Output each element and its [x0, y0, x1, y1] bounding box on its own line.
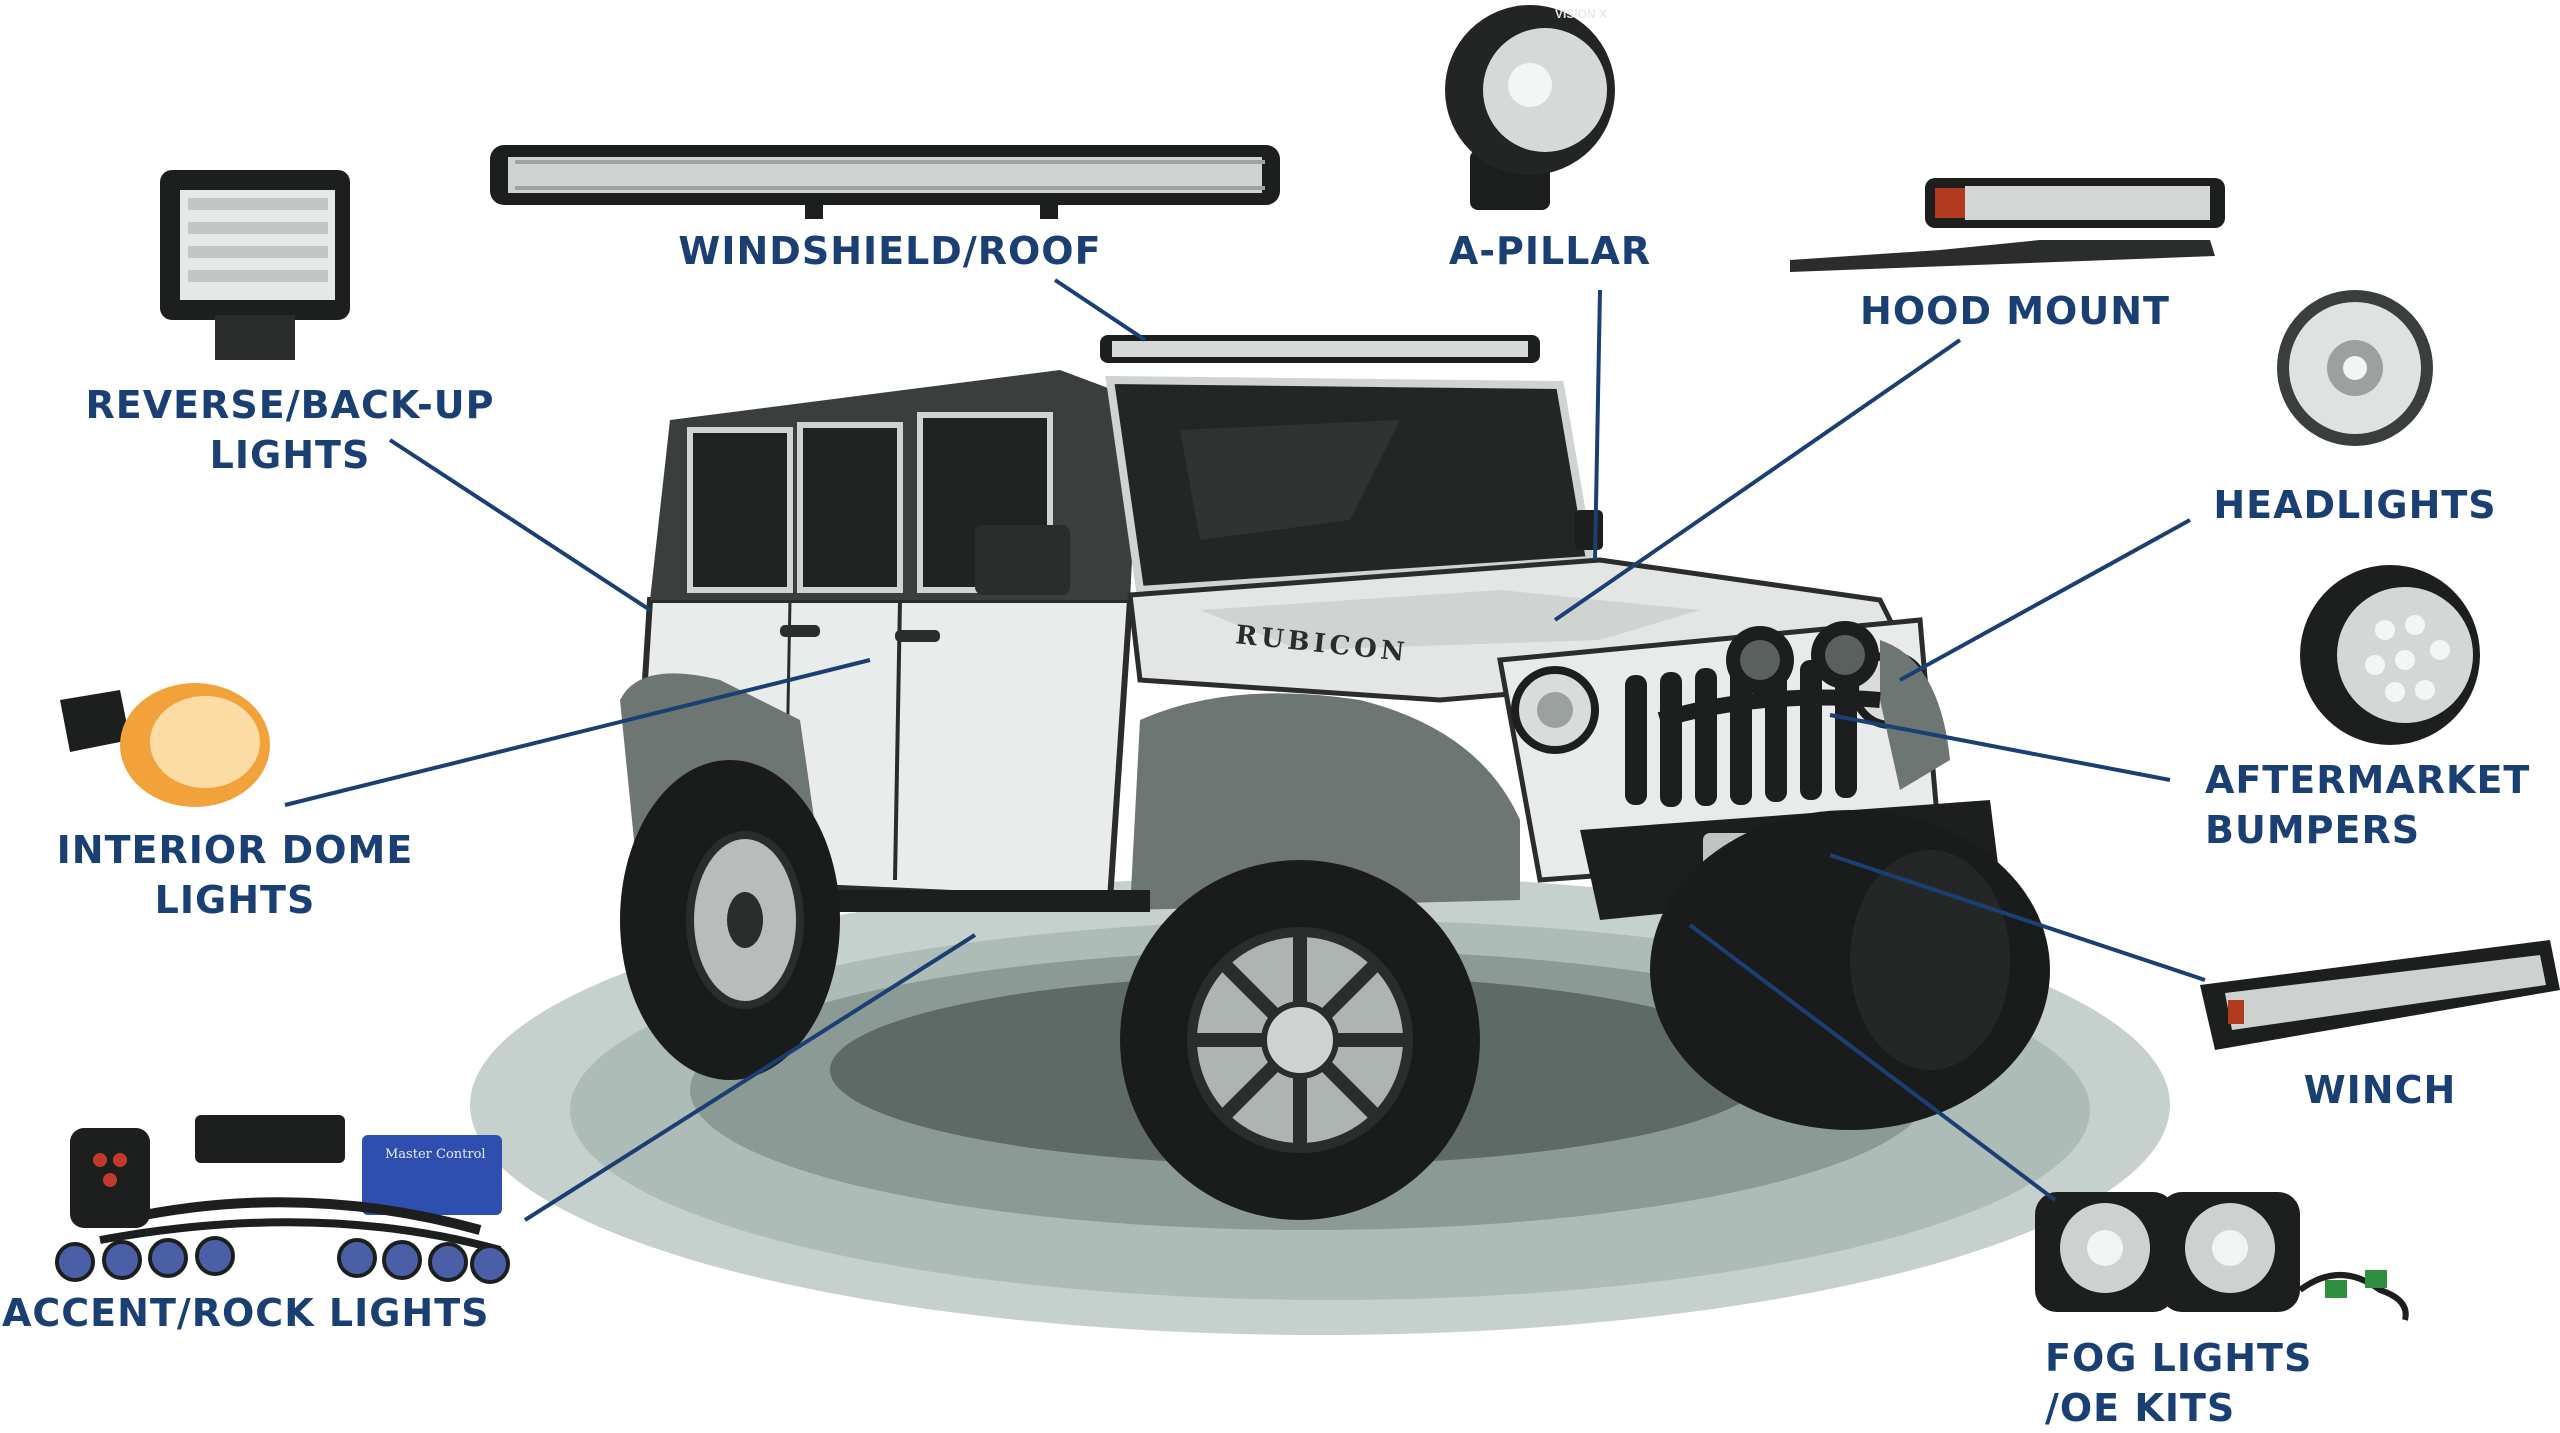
label-interior-dome-lights: INTERIOR DOME LIGHTS [20, 825, 450, 925]
label-a-pillar-text: A-PILLAR [1448, 229, 1652, 273]
winch-light-bar-product [2200, 940, 2560, 1050]
label-hood-text: HOOD MOUNT [1860, 289, 2170, 333]
label-reverse-line-1: REVERSE/BACK-UP [85, 383, 495, 427]
windshield-light-bar-product [490, 145, 1280, 219]
label-windshield-roof: WINDSHIELD/ROOF [660, 226, 1120, 276]
fog-lights-kit-product [2035, 1192, 2409, 1321]
label-headlights: HEADLIGHTS [2195, 480, 2515, 530]
front-left-wheel [1120, 860, 1480, 1220]
reverse-light-product [160, 170, 350, 360]
label-fog-line-1: FOG LIGHTS [2045, 1336, 2313, 1380]
leader-fog [1688, 923, 2057, 1202]
label-bumpers-line-2: BUMPERS [2205, 808, 2421, 852]
label-accent-text: ACCENT/ROCK LIGHTS [2, 1291, 490, 1335]
label-bumpers-line-1: AFTERMARKET [2205, 758, 2531, 802]
a-pillar-light-product: VISION X [1445, 5, 1615, 210]
label-accent-rock-lights: ACCENT/ROCK LIGHTS [2, 1288, 522, 1338]
label-a-pillar: A-PILLAR [1430, 226, 1670, 276]
leader-accent [523, 933, 977, 1222]
label-fog-line-2: /OE KITS [2045, 1386, 2236, 1430]
front-right-wheel [1650, 810, 2050, 1130]
leader-winch [1829, 853, 2206, 982]
label-aftermarket-bumpers: AFTERMARKET BUMPERS [2205, 755, 2555, 855]
leader-bumpers [1829, 713, 2171, 782]
accent-rock-light-kit-product: Master Control [55, 1115, 510, 1284]
bumper-light-product [2300, 565, 2480, 745]
interior-dome-bulb-product [60, 683, 270, 807]
leader-hood [1553, 338, 1962, 622]
label-winch-text: WINCH [2303, 1068, 2457, 1112]
leader-headlights [1899, 518, 2191, 682]
a-pillar-brand-text: VISION X [1555, 7, 1607, 21]
label-dome-line-1: INTERIOR DOME [56, 828, 414, 872]
leader-lines [284, 278, 2206, 1222]
leader-reverse [388, 438, 652, 612]
leader-a-pillar [1593, 289, 1602, 561]
label-windshield-text: WINDSHIELD/ROOF [678, 229, 1102, 273]
rear-wheel [620, 760, 840, 1080]
label-reverse-back-up-lights: REVERSE/BACK-UP LIGHTS [40, 380, 540, 480]
label-hood-mount: HOOD MOUNT [1840, 286, 2190, 336]
headlight-product [2277, 290, 2433, 446]
controller-label-text: Master Control [385, 1147, 486, 1162]
leader-dome [284, 658, 871, 807]
jeep-vehicle: RUBICON [620, 335, 2050, 1220]
label-winch: WINCH [2270, 1065, 2490, 1115]
label-dome-line-2: LIGHTS [154, 878, 316, 922]
leader-windshield [1053, 278, 1147, 342]
label-fog-lights-oe-kits: FOG LIGHTS /OE KITS [2045, 1333, 2345, 1433]
label-headlights-text: HEADLIGHTS [2213, 483, 2497, 527]
label-reverse-line-2: LIGHTS [209, 433, 371, 477]
hood-mount-light-product [1790, 178, 2225, 272]
